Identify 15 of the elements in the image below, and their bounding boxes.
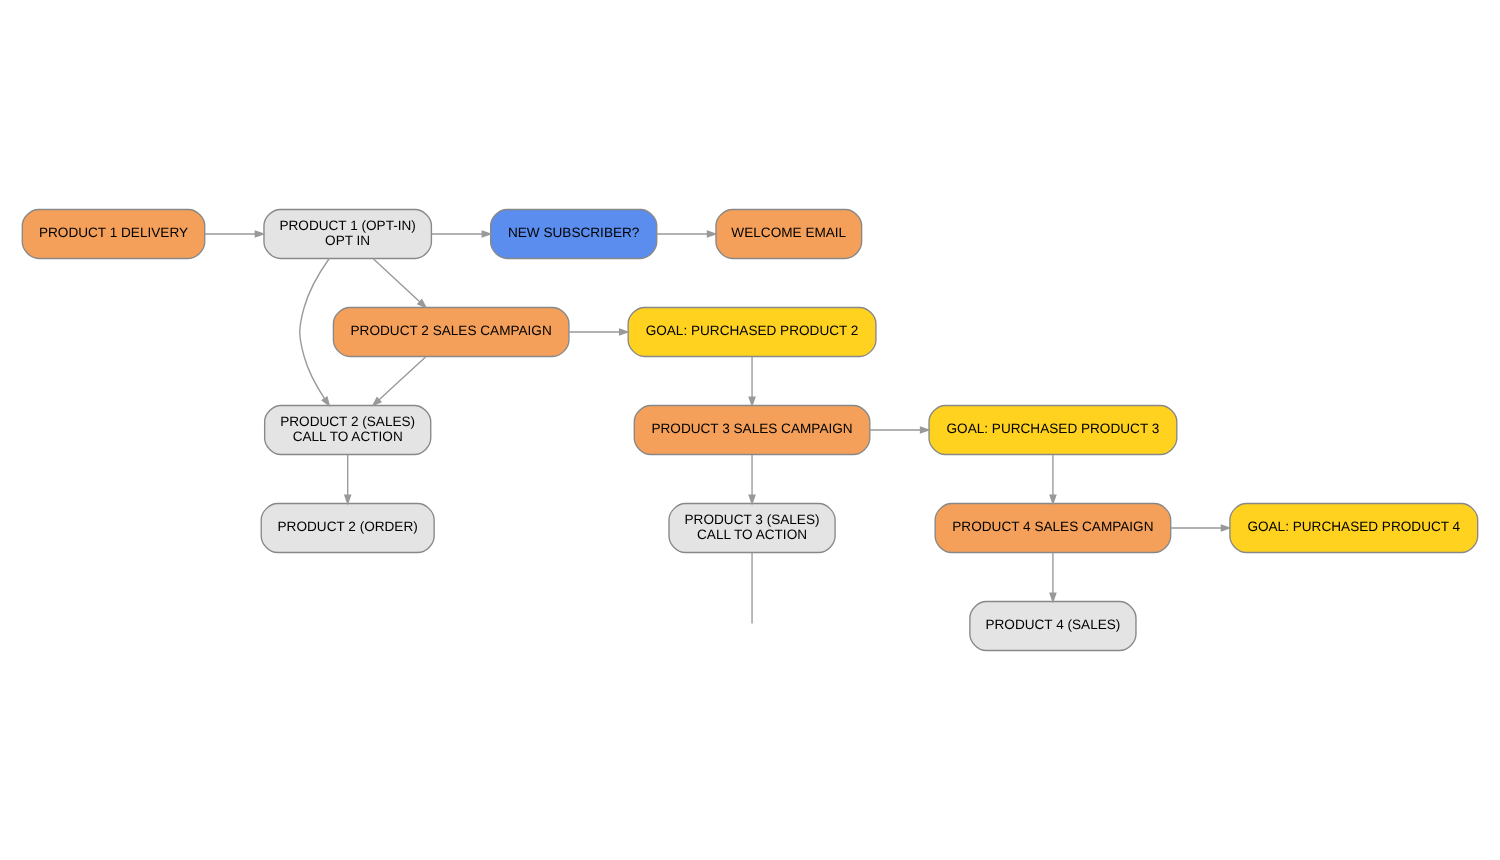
arrow bbox=[430, 230, 493, 238]
arrow bbox=[568, 328, 630, 336]
arrow bbox=[204, 230, 266, 238]
arrow bbox=[1170, 524, 1232, 532]
arrow bbox=[372, 258, 428, 309]
arrow bbox=[656, 230, 718, 238]
arrow bbox=[299, 257, 331, 408]
arrow bbox=[869, 426, 931, 434]
arrow bbox=[1049, 454, 1057, 506]
arrow bbox=[748, 454, 756, 506]
arrow bbox=[371, 356, 427, 407]
arrow bbox=[343, 454, 352, 506]
connector bbox=[751, 552, 753, 625]
arrow bbox=[748, 356, 756, 408]
arrow bbox=[1049, 552, 1057, 604]
